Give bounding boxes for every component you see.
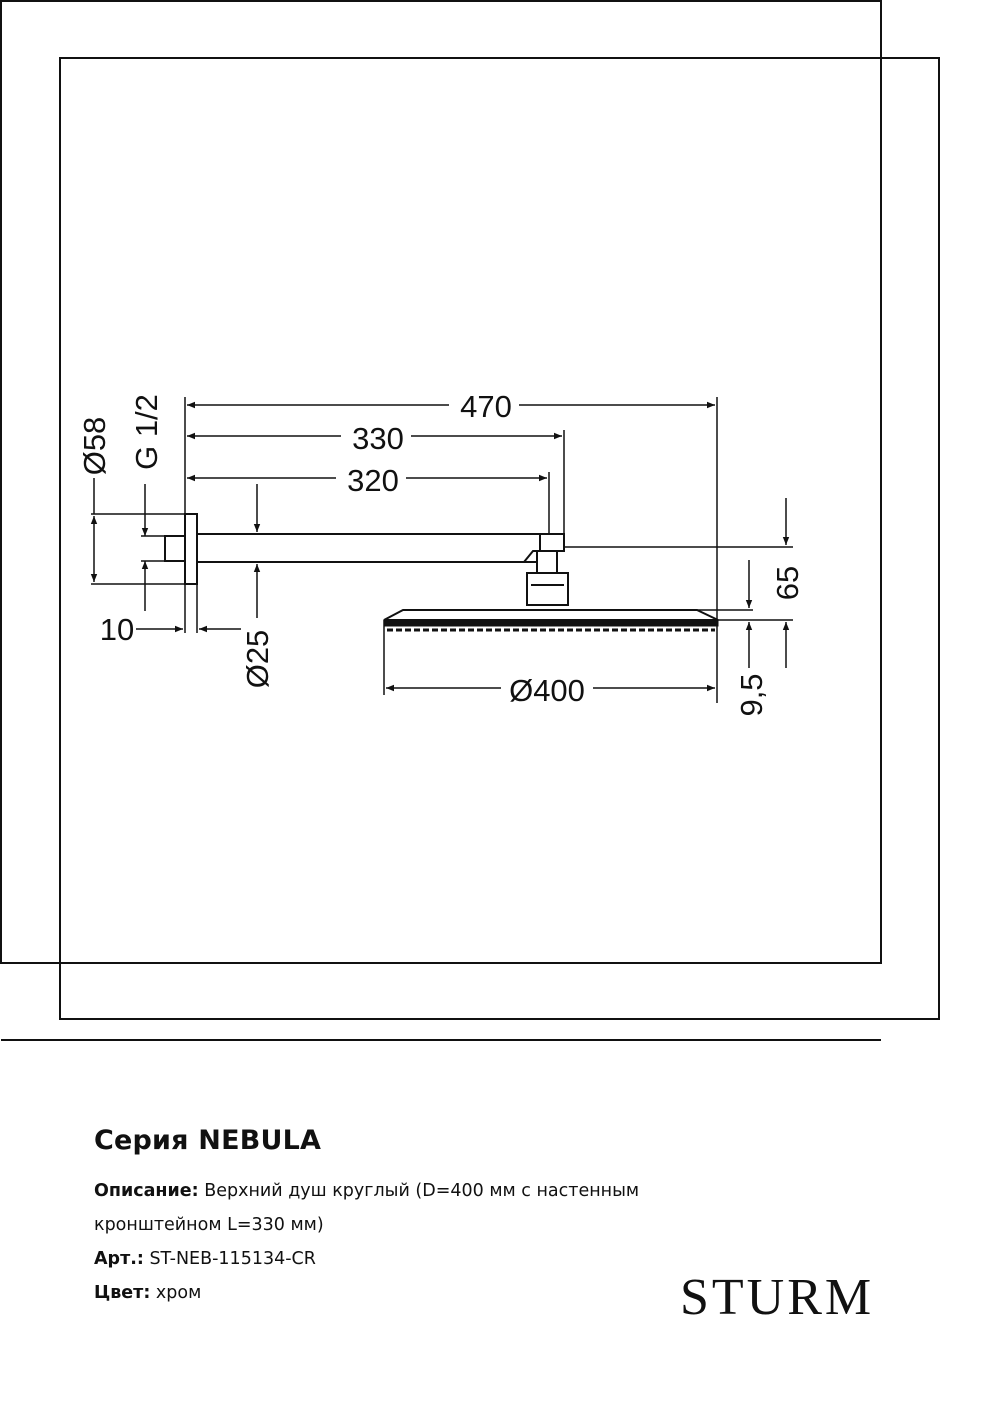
label-58: Ø58 — [77, 417, 112, 476]
label-470: 470 — [460, 389, 512, 424]
outer-frame — [0, 0, 882, 964]
series-title: Серия NEBULA — [94, 1125, 322, 1156]
color-row: Цвет: хром — [94, 1276, 714, 1310]
label-330: 330 — [352, 421, 404, 456]
description-label: Описание: — [94, 1181, 199, 1201]
shower-head — [383, 609, 719, 632]
description-row: Описание: Верхний душ круглый (D=400 мм … — [94, 1174, 714, 1208]
label-65: 65 — [770, 566, 805, 600]
label-10: 10 — [100, 612, 134, 647]
article-label: Арт.: — [94, 1249, 144, 1269]
description-line1: Верхний душ круглый (D=400 мм с настенны… — [204, 1181, 640, 1201]
description-line2: кронштейном L=330 мм) — [94, 1215, 324, 1235]
technical-drawing: 470 330 320 Ø400 10 Ø58 G 1/2 Ø25 65 9,5 — [0, 0, 882, 1041]
label-9-5: 9,5 — [734, 673, 769, 716]
article-row: Арт.: ST-NEB-115134-CR — [94, 1242, 714, 1276]
sheet-frame — [59, 57, 940, 1020]
color-value: хром — [155, 1283, 202, 1303]
article-value: ST-NEB-115134-CR — [149, 1249, 316, 1269]
title-block: Серия NEBULA Описание: Верхний душ кругл… — [94, 1125, 714, 1310]
brand-logo: STURM — [680, 1269, 875, 1326]
label-400: Ø400 — [509, 673, 585, 708]
label-g12: G 1/2 — [129, 394, 164, 470]
label-25: Ø25 — [240, 630, 275, 689]
label-320: 320 — [347, 463, 399, 498]
color-label: Цвет: — [94, 1283, 151, 1303]
wall-arm — [164, 513, 569, 606]
